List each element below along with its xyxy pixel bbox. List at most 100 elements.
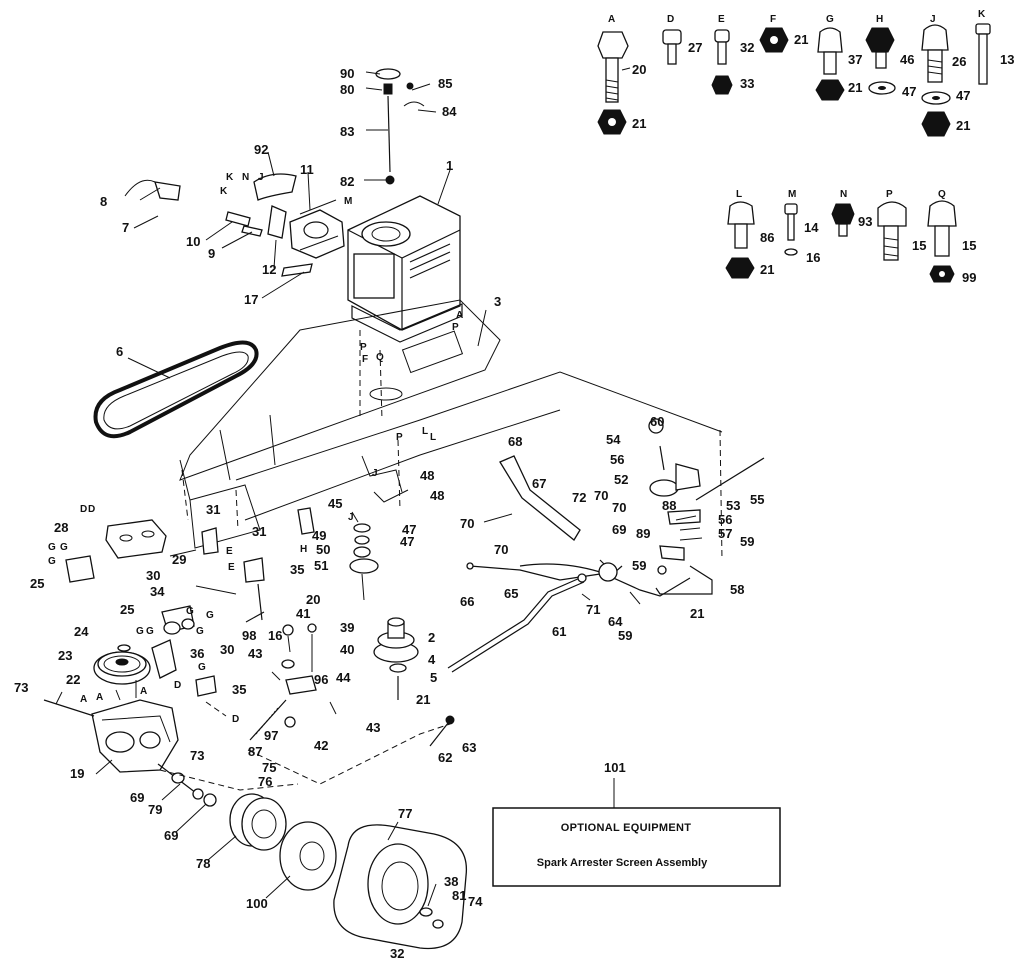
label-47: 47 [400, 534, 414, 549]
label-53: 53 [726, 498, 740, 513]
label-93: 93 [858, 214, 872, 229]
label-Q: Q [376, 352, 384, 363]
label-65: 65 [504, 586, 518, 601]
label-85: 85 [438, 76, 452, 91]
label-73: 73 [190, 748, 204, 763]
label-hw-M: M [788, 189, 796, 200]
label-hw-J: J [930, 14, 936, 25]
label-hw-E: E [718, 14, 725, 25]
label-hw-L: L [736, 189, 742, 200]
label-A: A [80, 694, 87, 705]
label-28: 28 [54, 520, 68, 535]
label-hw-F: F [770, 14, 776, 25]
bolt-G [815, 27, 845, 101]
label-K: K [220, 186, 228, 197]
label-P: P [360, 342, 367, 353]
label-37: 37 [848, 52, 862, 67]
label-22: 22 [66, 672, 80, 687]
label-31: 31 [206, 502, 220, 517]
label-90: 90 [340, 66, 354, 81]
leader-lines [55, 67, 631, 907]
label-32: 32 [390, 946, 404, 961]
bolt-M [784, 203, 798, 256]
label-71: 71 [586, 602, 600, 617]
dipstick-assembly [375, 68, 425, 185]
label-19: 19 [70, 766, 84, 781]
bolt-K [975, 23, 991, 85]
label-73: 73 [14, 680, 28, 695]
pulley-2 [373, 617, 419, 700]
label-42: 42 [314, 738, 328, 753]
label-hw-P: P [886, 189, 893, 200]
label-L: L [430, 432, 436, 443]
label-40: 40 [340, 642, 354, 657]
label-30: 30 [146, 568, 160, 583]
label-21: 21 [760, 262, 774, 277]
label-57: 57 [718, 526, 732, 541]
label-J: J [348, 512, 354, 523]
spark-arrester-label: Spark Arrester Screen Assembly [537, 857, 708, 869]
transaxle-19 [43, 680, 201, 797]
label-27: 27 [688, 40, 702, 55]
label-E: E [226, 546, 233, 557]
label-21: 21 [416, 692, 430, 707]
label-1: 1 [446, 158, 453, 173]
label-97: 97 [264, 728, 278, 743]
label-58: 58 [730, 582, 744, 597]
label-51: 51 [314, 558, 328, 573]
bolt-P [877, 201, 907, 261]
label-G: G [196, 626, 204, 637]
label-77: 77 [398, 806, 412, 821]
label-15: 15 [962, 238, 976, 253]
bolt-D [662, 29, 682, 65]
label-20: 20 [306, 592, 320, 607]
bolt-J [921, 24, 951, 137]
label-24: 24 [74, 624, 89, 639]
label-80: 80 [340, 82, 354, 97]
label-hw-G: G [826, 14, 834, 25]
label-48: 48 [420, 468, 434, 483]
label-hw-A: A [608, 14, 615, 25]
label-35: 35 [290, 562, 304, 577]
label-H: H [300, 544, 307, 555]
label-45: 45 [328, 496, 342, 511]
label-48: 48 [430, 488, 444, 503]
label-21: 21 [690, 606, 704, 621]
label-D: D [80, 504, 87, 515]
label-44: 44 [336, 670, 351, 685]
label-F: F [362, 354, 368, 365]
label-16: 16 [806, 250, 820, 265]
optional-equipment-title: OPTIONAL EQUIPMENT [561, 822, 691, 834]
bolt-Q [927, 200, 957, 283]
label-hw-H: H [876, 14, 883, 25]
axle-hardware [171, 772, 217, 807]
wheel-rim-100 [279, 821, 337, 891]
idler-parts [249, 623, 337, 741]
label-60: 60 [650, 414, 664, 429]
label-55: 55 [750, 492, 764, 507]
deck-plate [179, 299, 723, 549]
label-23: 23 [58, 648, 72, 663]
label-21: 21 [632, 116, 646, 131]
label-11: 11 [300, 162, 314, 177]
label-6: 6 [116, 344, 123, 359]
nut-F [759, 27, 789, 53]
label-49: 49 [312, 528, 326, 543]
label-P: P [452, 322, 459, 333]
label-70: 70 [494, 542, 508, 557]
label-12: 12 [262, 262, 276, 277]
label-7: 7 [122, 220, 129, 235]
label-D: D [174, 680, 181, 691]
label-G: G [136, 626, 144, 637]
center-pulley-parts [297, 455, 409, 601]
label-35: 35 [232, 682, 246, 697]
label-56: 56 [718, 512, 732, 527]
label-92: 92 [254, 142, 268, 157]
label-G: G [48, 556, 56, 567]
label-70: 70 [594, 488, 608, 503]
label-M: M [344, 196, 352, 207]
label-33: 33 [740, 76, 754, 91]
label-82: 82 [340, 174, 354, 189]
label-G: G [186, 606, 194, 617]
label-81: 81 [452, 888, 466, 903]
